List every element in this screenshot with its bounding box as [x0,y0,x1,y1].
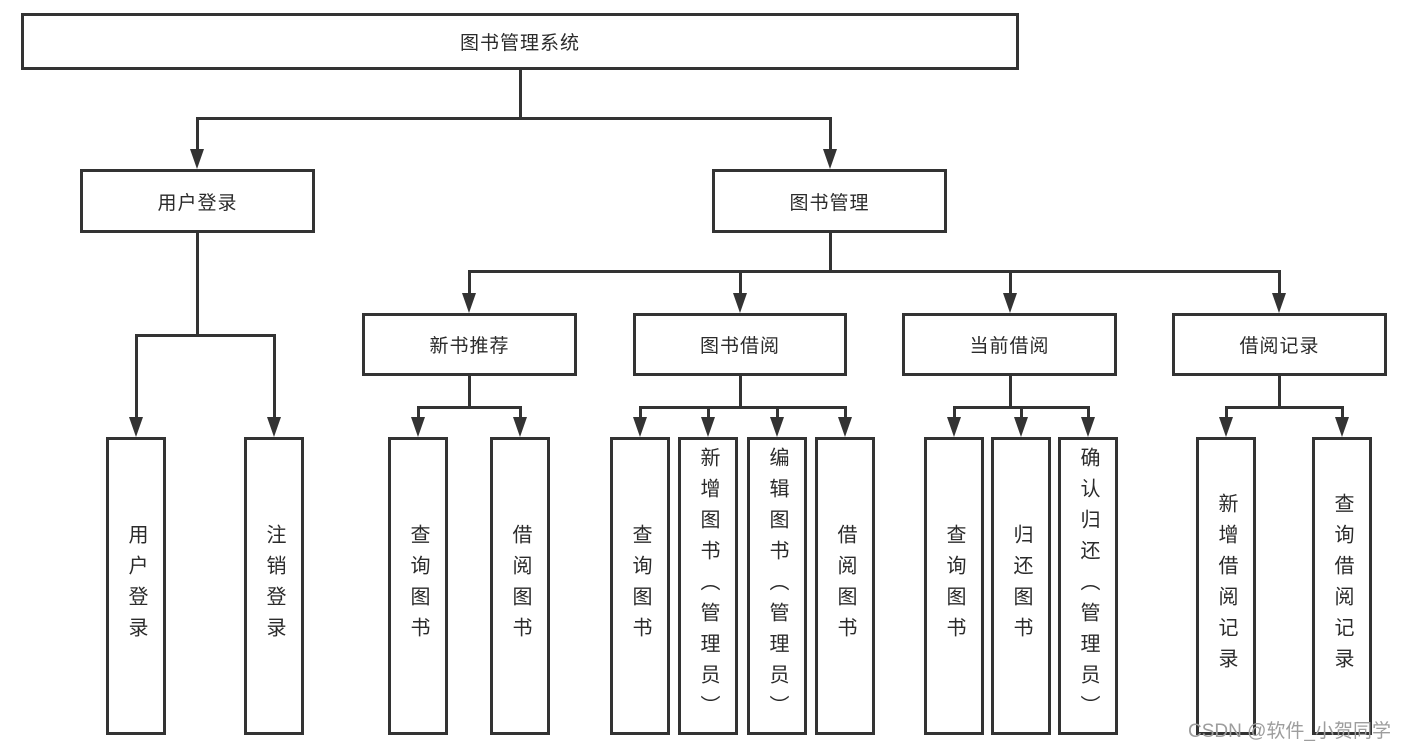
node-label: 查询图书 [407,524,429,648]
connector-line [1278,376,1281,408]
connector-line [639,406,847,409]
node-label: 确认归还（管理员） [1077,446,1099,726]
connector-line [1225,406,1228,419]
arrow-down-icon [1335,417,1349,437]
arrow-down-icon [770,417,784,437]
connector-line [468,270,1281,273]
node-label: 借阅图书 [834,524,856,648]
node-leaf-query-current: 查询图书 [924,437,984,735]
connector-line [844,406,847,419]
connector-line [468,270,471,295]
node-leaf-logout: 注销登录 [244,437,304,735]
node-leaf-add-borrow-record: 新增借阅记录 [1196,437,1256,735]
arrow-down-icon [633,417,647,437]
node-leaf-query-books-rec: 查询图书 [388,437,448,735]
node-book-management: 图书管理 [712,169,947,233]
connector-line [196,117,199,151]
connector-line [1278,270,1281,295]
node-new-book-recommend: 新书推荐 [362,313,577,376]
arrow-down-icon [513,417,527,437]
arrow-down-icon [129,417,143,437]
arrow-down-icon [701,417,715,437]
arrow-down-icon [1003,293,1017,313]
node-user-login: 用户登录 [80,169,315,233]
node-label: 借阅图书 [509,524,531,648]
arrow-down-icon [1014,417,1028,437]
connector-line [639,406,642,419]
arrow-down-icon [838,417,852,437]
node-label: 编辑图书（管理员） [766,446,788,726]
arrow-down-icon [733,293,747,313]
arrow-down-icon [1272,293,1286,313]
node-label: 归还图书 [1010,524,1032,648]
node-current-borrow: 当前借阅 [902,313,1117,376]
connector-line [417,406,420,419]
connector-line [1009,270,1012,295]
node-leaf-borrow-books-rec: 借阅图书 [490,437,550,735]
connector-line [1341,406,1344,419]
watermark: CSDN @软件_小贺同学 [1188,721,1391,742]
arrow-down-icon [823,149,837,169]
connector-line [273,334,276,419]
node-label: 查询借阅记录 [1331,493,1353,679]
node-leaf-user-login: 用户登录 [106,437,166,735]
connector-line [519,70,522,119]
connector-line [739,270,742,295]
connector-line [776,406,779,419]
connector-line [739,376,742,408]
connector-line [468,376,471,408]
node-label: 用户登录 [125,524,147,648]
arrow-down-icon [411,417,425,437]
arrow-down-icon [462,293,476,313]
node-book-borrow: 图书借阅 [633,313,847,376]
node-label: 查询图书 [943,524,965,648]
node-label: 图书借阅 [699,336,780,357]
node-label: 新增图书（管理员） [697,446,719,726]
node-label: 图书管理系统 [459,33,580,54]
arrow-down-icon [947,417,961,437]
connector-line [196,233,199,336]
node-label: 当前借阅 [969,336,1050,357]
node-label: 查询图书 [629,524,651,648]
arrow-down-icon [190,149,204,169]
arrow-down-icon [1081,417,1095,437]
node-leaf-query-borrow-record: 查询借阅记录 [1312,437,1372,735]
node-leaf-query-books: 查询图书 [610,437,670,735]
connector-line [829,117,832,151]
connector-line [1009,376,1012,408]
node-label: 用户登录 [157,192,238,214]
connector-line [135,334,276,337]
node-leaf-return-book: 归还图书 [991,437,1051,735]
arrow-down-icon [1219,417,1233,437]
connector-line [707,406,710,419]
node-label: 新增借阅记录 [1215,493,1237,679]
connector-line [519,406,522,419]
node-leaf-confirm-return-admin: 确认归还（管理员） [1058,437,1118,735]
node-leaf-edit-book-admin: 编辑图书（管理员） [747,437,807,735]
connector-line [135,334,138,419]
node-label: 新书推荐 [429,336,510,357]
node-borrow-record: 借阅记录 [1172,313,1387,376]
connector-line [829,233,832,272]
arrow-down-icon [267,417,281,437]
node-leaf-add-book-admin: 新增图书（管理员） [678,437,738,735]
connector-line [1087,406,1090,419]
connector-line [1020,406,1023,419]
connector-line [953,406,956,419]
node-leaf-borrow-books: 借阅图书 [815,437,875,735]
node-root: 图书管理系统 [21,13,1019,70]
node-label: 借阅记录 [1239,336,1320,357]
connector-line [417,406,522,409]
node-label: 注销登录 [263,524,285,648]
node-label: 图书管理 [789,192,870,214]
connector-line [196,117,832,120]
connector-line [1225,406,1344,409]
